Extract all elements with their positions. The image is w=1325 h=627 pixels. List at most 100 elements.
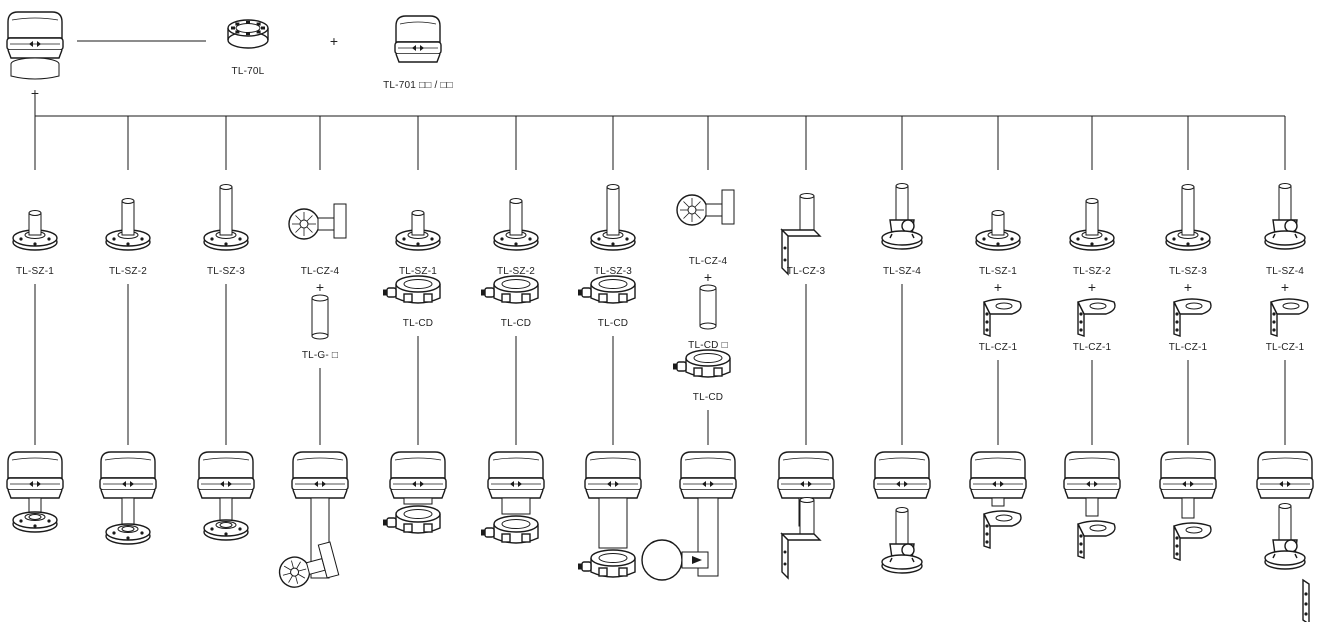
cz4-arm xyxy=(318,218,334,230)
mount-tl-sz-2 xyxy=(1070,199,1114,251)
lamp-dome xyxy=(971,452,1025,478)
lamp-dome xyxy=(396,16,440,42)
step-label: TL-CZ-1 xyxy=(1266,342,1305,353)
assembly-sz1cd xyxy=(383,452,446,533)
mount-tl-cz-4 xyxy=(289,204,346,239)
lamp-base xyxy=(8,490,62,498)
sz4-knob xyxy=(902,220,914,232)
assembly-mount xyxy=(642,498,718,580)
assembly-mount xyxy=(782,498,820,579)
step-plus: + xyxy=(316,280,324,294)
header-plus-1: + xyxy=(31,86,39,100)
step-label: TL-CD xyxy=(501,318,531,329)
mount-pipe xyxy=(510,201,522,235)
cd-gland xyxy=(387,518,396,527)
assembly-mount xyxy=(578,498,635,577)
step-pipe xyxy=(700,285,716,329)
sz4-knob xyxy=(1285,220,1297,232)
assembly-cz3 xyxy=(778,452,834,578)
assembly-sz4 xyxy=(874,452,930,573)
cz3-pipe xyxy=(800,500,814,536)
lamp-dome xyxy=(1258,452,1312,478)
lamp-dome xyxy=(8,452,62,478)
step-label: TL-CD □ xyxy=(688,340,728,351)
mount-tl-sz-3 xyxy=(591,185,635,251)
sz4-pipe xyxy=(896,510,908,544)
cd-gland xyxy=(582,288,591,297)
step-label: TL-CZ-1 xyxy=(979,342,1018,353)
cd-gland xyxy=(387,288,396,297)
assembly-mount xyxy=(1078,498,1115,558)
assembly-sz3 xyxy=(198,452,254,540)
assembly-mount xyxy=(1265,504,1309,623)
cd-gland xyxy=(485,528,494,537)
step-bracket xyxy=(1174,299,1211,336)
header-lamp xyxy=(7,12,63,79)
lamp-base xyxy=(779,490,833,498)
lamp-dome xyxy=(293,452,347,478)
cz4-arm xyxy=(706,204,722,216)
assembly-mount xyxy=(882,508,922,574)
mount-tl-cz-4 xyxy=(677,190,734,225)
lamp-dome xyxy=(391,452,445,478)
lamp-dome xyxy=(1161,452,1215,478)
mount-tl-sz-3 xyxy=(1166,185,1210,251)
mount-tl-sz-1 xyxy=(396,211,440,251)
mount-label: TL-SZ-3 xyxy=(1169,266,1207,277)
lamp-base xyxy=(8,50,62,58)
assembly-sz1 xyxy=(7,452,63,532)
cd-gland xyxy=(582,562,591,571)
assembly-mount xyxy=(383,498,440,533)
step-label: TL-G- □ xyxy=(302,350,338,361)
label-tl-701: TL-701 □□ / □□ xyxy=(383,80,453,91)
mount-label: TL-CZ-3 xyxy=(787,266,826,277)
sz4-pipe xyxy=(1279,186,1291,220)
step-cd xyxy=(383,276,440,303)
mount-label: TL-SZ-2 xyxy=(497,266,535,277)
mount-pipe xyxy=(1182,187,1194,235)
lamp-base xyxy=(199,490,253,498)
lamp-base xyxy=(1258,490,1312,498)
assembly-cz4g xyxy=(275,452,348,591)
cz1-leg xyxy=(1303,580,1309,622)
cz3-side xyxy=(782,534,788,578)
step-label: TL-CD xyxy=(693,392,723,403)
cz3-pipe xyxy=(800,196,814,232)
mount-label: TL-SZ-4 xyxy=(1266,266,1304,277)
mount-label: TL-CZ-4 xyxy=(689,256,728,267)
mount-pipe xyxy=(29,213,41,235)
mount-label: TL-SZ-3 xyxy=(207,266,245,277)
mount-tl-sz-4 xyxy=(882,184,922,250)
mount-pipe xyxy=(607,187,619,235)
mount-tl-sz-1 xyxy=(13,211,57,251)
lamp-dome xyxy=(681,452,735,478)
step-bracket xyxy=(1271,299,1308,336)
step-cd xyxy=(673,350,730,377)
mount-label: TL-SZ-4 xyxy=(883,266,921,277)
assembly-sz4cz1 xyxy=(1257,452,1313,622)
lamp-base xyxy=(293,490,347,498)
lamp-dome xyxy=(779,452,833,478)
step-bracket xyxy=(984,299,1021,336)
assembly-sz2cd xyxy=(481,452,544,543)
cd-gland xyxy=(677,362,686,371)
mount-tl-sz-2 xyxy=(106,199,150,251)
lamp-base xyxy=(1065,490,1119,498)
label-tl-70l: TL-70L xyxy=(232,66,265,77)
assembly-sz2cz1 xyxy=(1064,452,1120,558)
sz4-pipe xyxy=(1279,506,1291,540)
step-cd xyxy=(481,276,538,303)
mount-tl-sz-2 xyxy=(494,199,538,251)
assembly-cz4cd xyxy=(642,452,736,580)
mount-tl-cz-3 xyxy=(782,194,820,275)
step-cd xyxy=(578,276,635,303)
lamp-base xyxy=(1161,490,1215,498)
step-plus: + xyxy=(1281,280,1289,294)
step-plus: + xyxy=(1088,280,1096,294)
lamp-dome xyxy=(8,12,62,38)
lamp-dome xyxy=(199,452,253,478)
step-label: TL-CZ-1 xyxy=(1073,342,1112,353)
header-plus-2: + xyxy=(330,34,338,48)
